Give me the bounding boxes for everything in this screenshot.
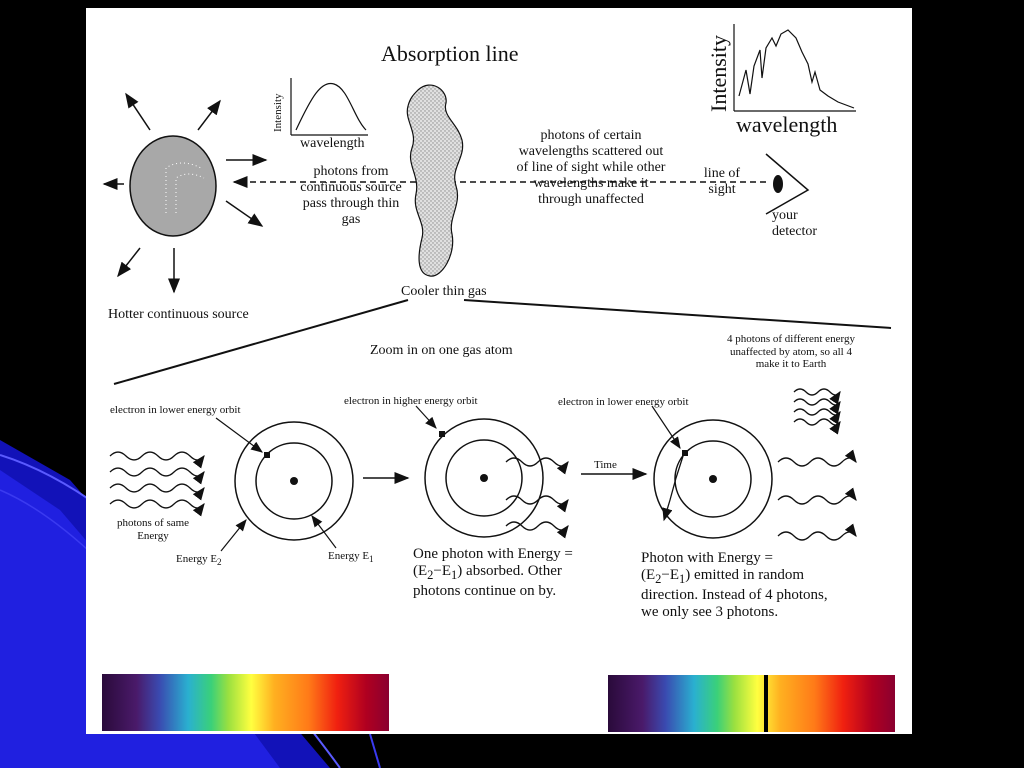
scattered-photons-text: photons of certain wavelengths scattered…	[516, 128, 666, 208]
zoom-line-right	[463, 299, 892, 329]
time-label: Time	[594, 459, 617, 471]
atom-2	[424, 418, 544, 538]
absorption-spectrum	[608, 675, 895, 732]
detector-label: your detector	[772, 208, 818, 240]
atom-1	[234, 421, 354, 541]
line-of-sight-label: line of sight	[703, 166, 741, 198]
small-graph-ylabel: Intensity	[272, 93, 284, 133]
diagram-title: Absorption line	[381, 41, 519, 66]
hot-source-label: Hotter continuous source	[108, 307, 249, 322]
energy-e1-label: Energy E1	[328, 550, 374, 565]
transition-arrows	[363, 468, 648, 484]
large-spectrum-graph	[733, 24, 856, 112]
photon-waves	[109, 388, 857, 541]
electron-lower-label-2: electron in lower energy orbit	[558, 396, 689, 408]
zoom-line-left	[113, 299, 409, 385]
absorption-line	[764, 675, 768, 732]
emitted-caption: Photon with Energy = (E2−E1) emitted in …	[641, 550, 828, 620]
small-spectrum-graph	[290, 78, 368, 136]
absorbed-caption: One photon with Energy = (E2−E1) absorbe…	[413, 546, 573, 599]
photons-same-energy-label: photons of same Energy	[116, 517, 190, 542]
slide: Absorption line Intensity wavelength Int…	[86, 8, 912, 734]
small-graph-xlabel: wavelength	[300, 136, 365, 151]
energy-e2-label: Energy E2	[176, 553, 222, 568]
gas-cloud	[406, 84, 464, 277]
radiation-arrows	[102, 92, 268, 294]
large-graph-ylabel: Intensity	[706, 35, 731, 112]
atom-3	[653, 419, 773, 539]
label-pointers	[215, 405, 681, 552]
hot-source	[129, 135, 217, 237]
cool-gas-label: Cooler thin gas	[401, 284, 487, 299]
zoom-label: Zoom in on one gas atom	[370, 343, 513, 358]
diagram-graphics	[102, 24, 892, 552]
continuous-spectrum	[102, 674, 389, 731]
electron-higher-label: electron in higher energy orbit	[344, 395, 478, 407]
electron-lower-label-1: electron in lower energy orbit	[110, 404, 241, 416]
four-photons-text: 4 photons of different energy unaffected…	[727, 333, 855, 371]
photons-from-text: photons from continuous source pass thro…	[300, 164, 402, 228]
large-graph-xlabel: wavelength	[736, 112, 838, 137]
detector-eye	[765, 153, 810, 215]
